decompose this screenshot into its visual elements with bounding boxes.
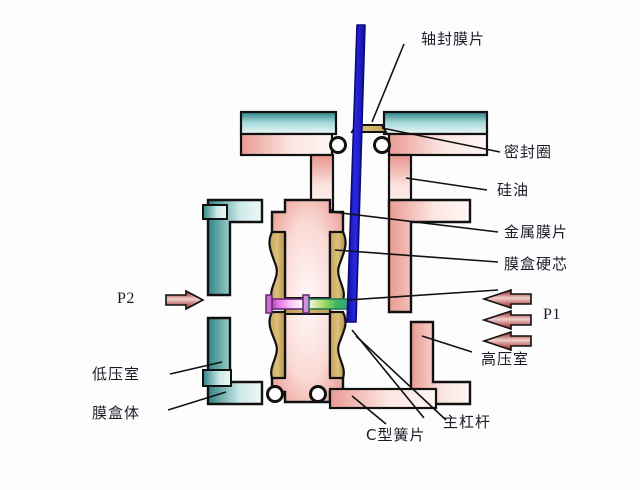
- label-capsule-hard-core: 膜盒硬芯: [504, 255, 569, 273]
- metal-diaphragm-lower-right: [328, 310, 347, 380]
- label-p2: P2: [117, 290, 135, 307]
- label-c-type-spring: C型簧片: [366, 426, 426, 444]
- label-shaft-seal-diaphragm: 轴封膜片: [421, 30, 486, 48]
- c-type-spring-bar: [328, 387, 438, 410]
- p1-arrow-1: [481, 288, 532, 310]
- label-silicone-oil: 硅油: [497, 181, 530, 199]
- top-left-pink-body: [239, 132, 334, 157]
- leader-lines: [167, 43, 501, 425]
- top-right-teal-flange: [382, 110, 489, 136]
- capsule-body-tab: [202, 369, 232, 387]
- capsule-hard-core-rod: [265, 294, 352, 314]
- seal-ring-left: [329, 136, 347, 154]
- p1-arrow-3: [481, 330, 532, 352]
- label-low-pressure-chamber: 低压室: [92, 365, 141, 383]
- low-pressure-housing-upper: [206, 198, 264, 297]
- metal-diaphragm-upper-right: [328, 230, 347, 302]
- bottom-seal-ring-left: [266, 385, 284, 403]
- seal-ring-right: [373, 136, 391, 154]
- bottom-seal-ring-right: [309, 385, 327, 403]
- label-seal-ring: 密封圈: [504, 143, 553, 161]
- metal-diaphragm-lower-left: [268, 310, 287, 380]
- p2-arrow: [165, 289, 205, 311]
- metal-diaphragm-upper-left: [268, 230, 287, 302]
- top-right-pink-body: [387, 132, 489, 157]
- p1-arrow-2: [481, 309, 532, 331]
- main-lever: [346, 24, 366, 323]
- top-left-teal-flange: [239, 110, 338, 136]
- label-metal-diaphragm: 金属膜片: [504, 223, 569, 241]
- label-high-pressure-chamber: 高压室: [481, 350, 530, 368]
- label-p1: P1: [543, 306, 561, 323]
- label-main-lever: 主杠杆: [443, 413, 492, 431]
- capsule-body-tab-upper: [202, 204, 228, 220]
- label-capsule-body: 膜盒体: [92, 404, 141, 422]
- low-pressure-housing-lower: [206, 316, 264, 406]
